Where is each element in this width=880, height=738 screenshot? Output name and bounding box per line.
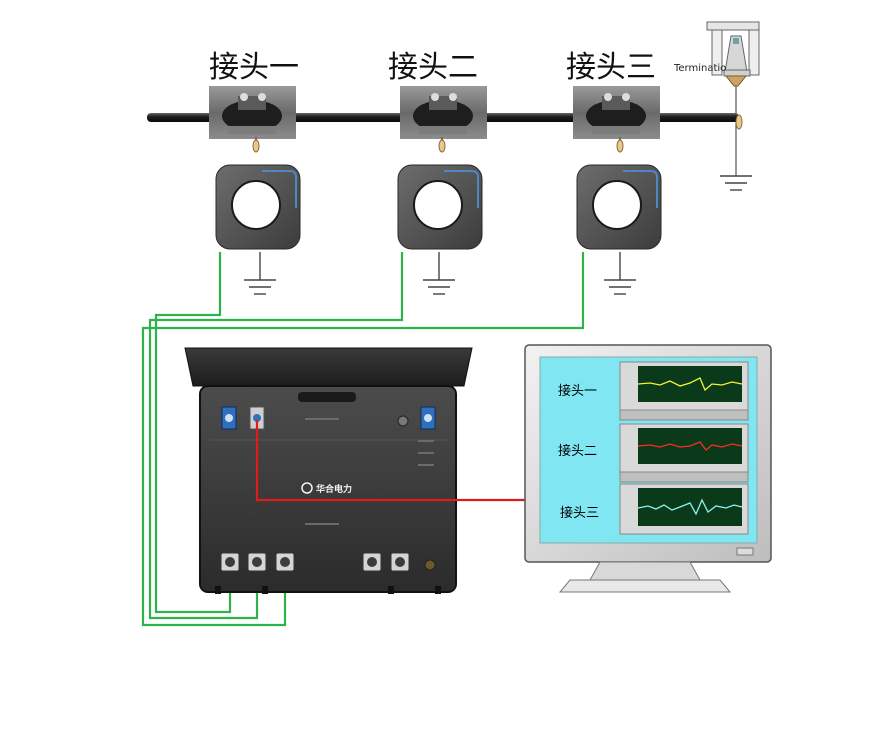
joint-1-photo	[209, 86, 296, 139]
brand-logo-icon	[301, 482, 313, 494]
joint-1-title: 接头一	[209, 50, 299, 85]
ground-symbol-termination	[720, 175, 752, 191]
cable-termination	[706, 21, 760, 176]
waveform-panel-2	[619, 423, 749, 483]
screen-label-joint-2: 接头二	[558, 443, 597, 459]
device-brand: 华合电力	[316, 483, 352, 495]
joint-2-photo	[400, 86, 487, 139]
waveform-trace-3	[637, 498, 743, 516]
ct-sensor-3	[576, 164, 662, 250]
waveform-trace-1	[637, 377, 743, 392]
termination-label: Terminatio	[673, 63, 726, 74]
waveform-trace-2	[637, 441, 743, 451]
ct-sensor-2	[397, 164, 483, 250]
joint-2-title: 接头二	[388, 50, 478, 85]
waveform-panel-3	[619, 483, 749, 535]
ground-symbol-1	[244, 252, 276, 295]
ground-symbol-2	[423, 252, 455, 295]
waveform-panel-1	[619, 361, 749, 421]
screen-label-joint-1: 接头一	[558, 383, 597, 399]
joint-3-photo	[573, 86, 660, 139]
signal-cables	[141, 252, 585, 627]
ct-sensor-1	[215, 164, 301, 250]
detector-case	[184, 347, 473, 594]
screen-label-joint-3: 接头三	[560, 505, 599, 521]
ground-symbol-3	[604, 252, 636, 295]
data-link-cable	[255, 420, 527, 502]
joint-3-title: 接头三	[566, 50, 656, 85]
